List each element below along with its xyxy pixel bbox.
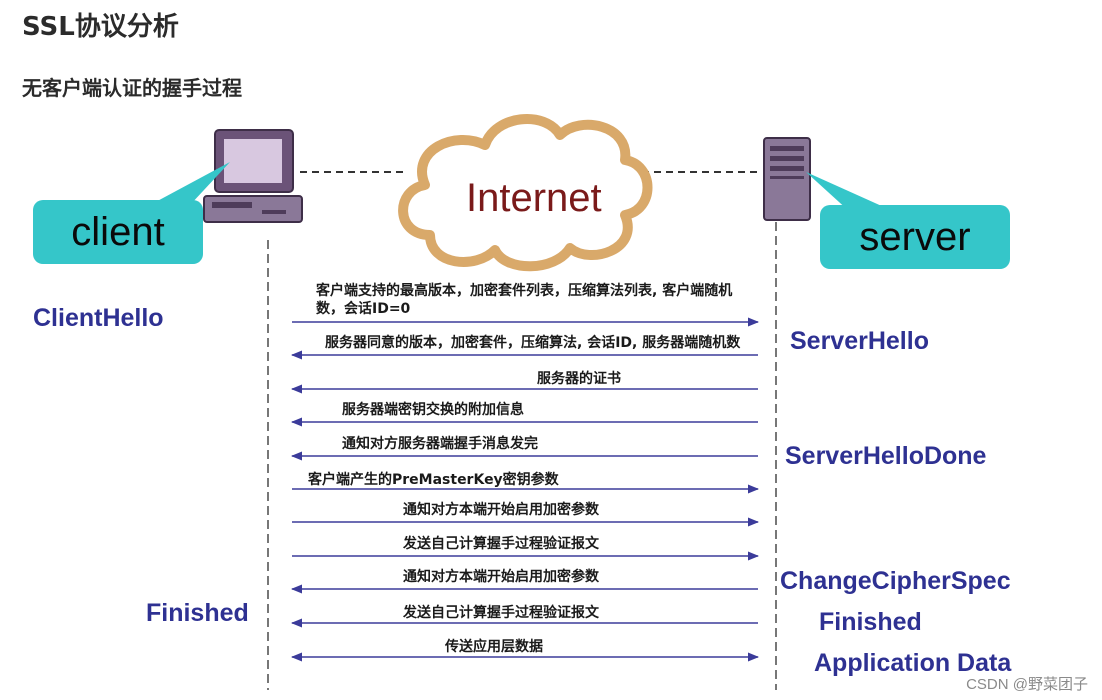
msg-server-hello-done: 通知对方服务器端握手消息发完 xyxy=(342,436,538,452)
msg-client-hello: 客户端支持的最高版本，加密套件列表，压缩算法列表, 客户端随机数，会话ID=0 xyxy=(316,283,733,317)
msg-server-hello: 服务器同意的版本，加密套件，压缩算法, 会话ID, 服务器端随机数 xyxy=(325,335,741,351)
msg-server-change-cipher: 通知对方本端开始启用加密参数 xyxy=(403,569,599,585)
label-server-hello: ServerHello xyxy=(790,327,929,355)
server-callout: server xyxy=(820,205,1010,269)
label-change-cipher-spec: ChangeCipherSpec xyxy=(780,567,1011,595)
msg-client-finished: 发送自己计算握手过程验证报文 xyxy=(403,536,599,552)
internet-cloud-icon xyxy=(398,114,653,272)
label-client-finished: Finished xyxy=(146,599,249,627)
page-subtitle: 无客户端认证的握手过程 xyxy=(22,76,242,100)
server-callout-pointer xyxy=(806,172,895,212)
client-callout: client xyxy=(33,200,203,264)
client-computer-icon xyxy=(203,129,303,223)
label-application-data: Application Data xyxy=(814,649,1012,677)
client-callout-pointer xyxy=(150,162,230,205)
msg-certificate: 服务器的证书 xyxy=(537,371,621,387)
label-server-hello-done: ServerHelloDone xyxy=(785,442,987,470)
msg-server-finished: 发送自己计算握手过程验证报文 xyxy=(403,605,599,621)
label-server-finished: Finished xyxy=(819,608,922,636)
page-title: SSL协议分析 xyxy=(22,12,179,42)
msg-client-key-exchange: 客户端产生的PreMasterKey密钥参数 xyxy=(308,472,559,488)
internet-label: Internet xyxy=(466,176,602,220)
msg-application-data: 传送应用层数据 xyxy=(445,639,543,655)
watermark: CSDN @野菜团子 xyxy=(966,676,1088,693)
server-tower-icon xyxy=(763,137,811,221)
msg-server-key-exchange: 服务器端密钥交换的附加信息 xyxy=(342,402,524,418)
label-client-hello: ClientHello xyxy=(33,304,164,332)
msg-client-change-cipher: 通知对方本端开始启用加密参数 xyxy=(403,502,599,518)
